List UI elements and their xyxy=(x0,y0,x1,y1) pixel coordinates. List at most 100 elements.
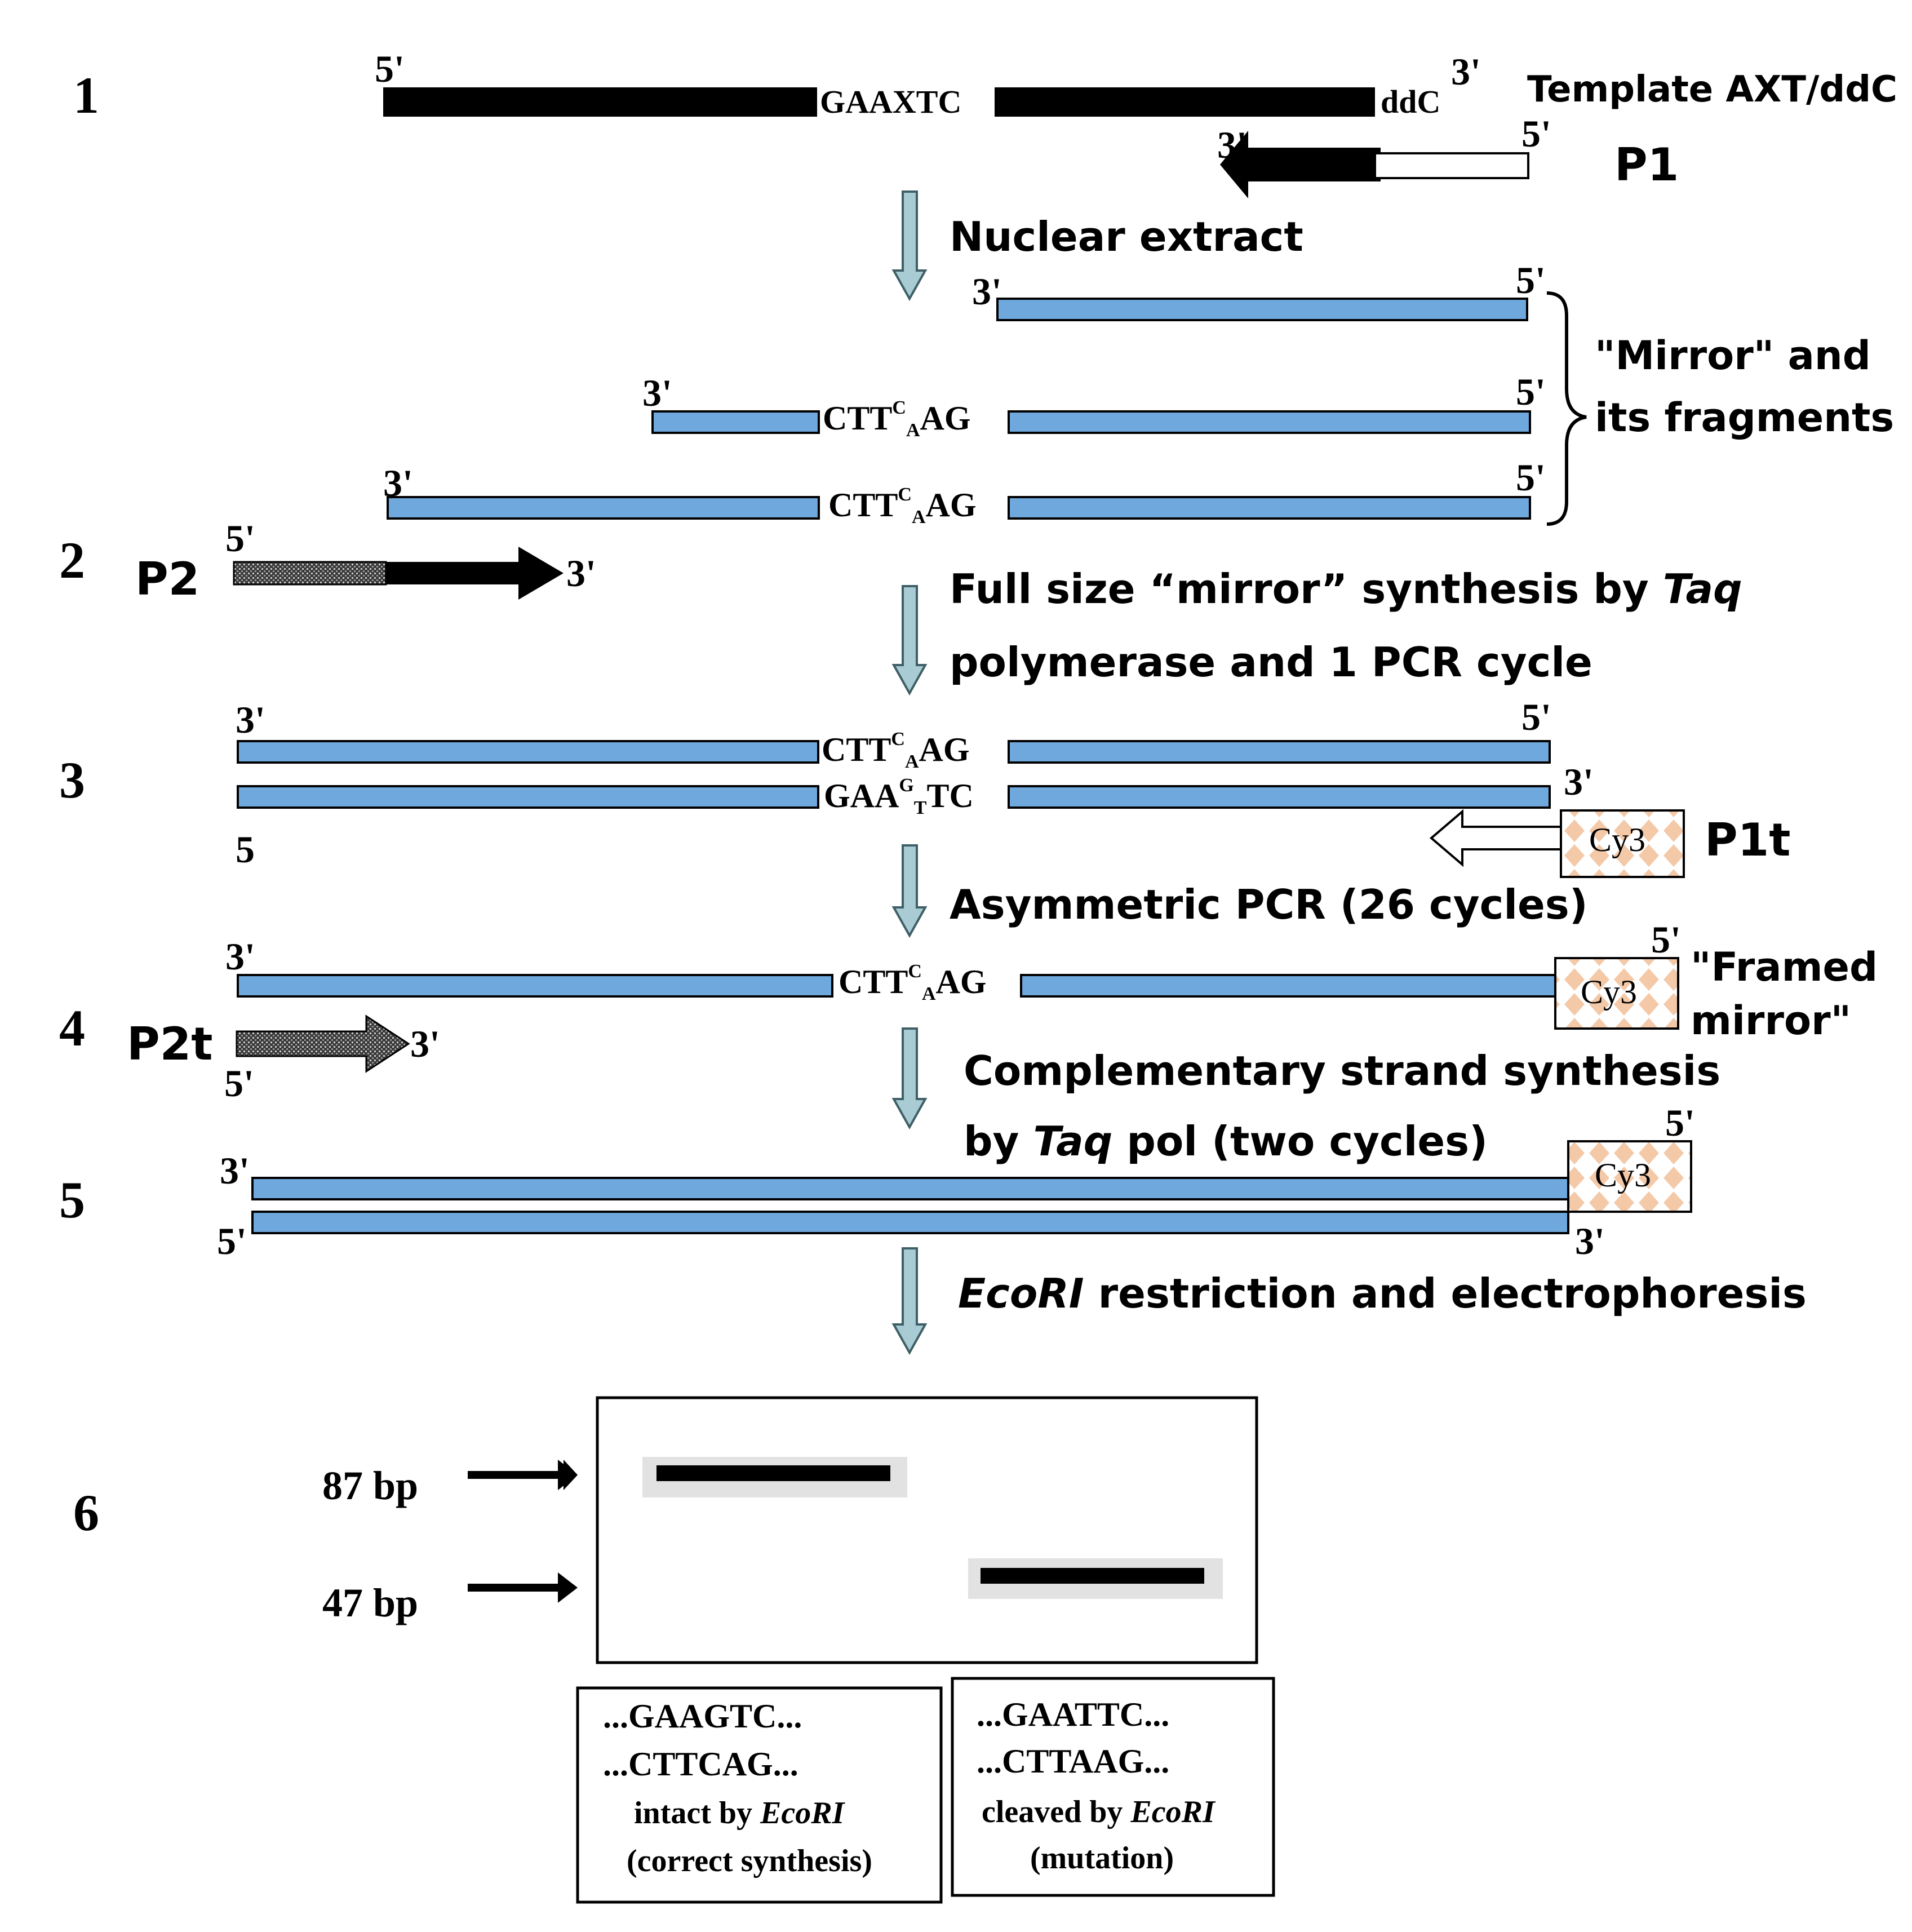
step3-site-ag: AG xyxy=(919,731,970,768)
template-ddc-label: ddC xyxy=(1381,83,1440,120)
comp-by: by xyxy=(964,1118,1033,1165)
mirror3-site-sub: A xyxy=(912,507,926,528)
step-complementary-line1: Complementary strand synthesis xyxy=(964,1047,1720,1094)
step3-lower-three-prime: 3' xyxy=(1564,760,1594,803)
p1-three-prime: 3' xyxy=(1217,123,1247,166)
framed-label-line2: mirror" xyxy=(1691,998,1851,1044)
process-arrow-2 xyxy=(891,585,928,696)
framed-site-sup: C xyxy=(908,961,922,982)
intact-by: intact by xyxy=(634,1796,760,1831)
result-box-intact: ...GAAGTC... ...CTTCAG... intact by EcoR… xyxy=(576,1686,943,1904)
svg-text:CTTCAAG: CTTCAAG xyxy=(822,729,970,772)
cleaved-seq-bottom: ...CTTAAG... xyxy=(977,1743,1169,1780)
mirror3-site-ag: AG xyxy=(926,486,977,524)
p2-primer-arrow: 5' 3' xyxy=(225,517,596,600)
template-three-prime: 3' xyxy=(1451,50,1481,93)
product-cy3-five-prime: 5' xyxy=(1665,1101,1695,1144)
mirror-curly-brace xyxy=(1546,291,1587,526)
intact-enzyme-line: intact by EcoRI xyxy=(634,1796,846,1831)
framed-three-prime: 3' xyxy=(225,935,255,978)
p2-five-prime: 5' xyxy=(225,517,255,560)
step-number-2: 2 xyxy=(59,531,85,589)
step3-upper-three-prime: 3' xyxy=(236,698,265,741)
cleaved-enzyme-line: cleaved by EcoRI xyxy=(982,1794,1216,1829)
fullsize-text: Full size “mirror” synthesis by xyxy=(950,565,1663,613)
step3-lower-five: 5 xyxy=(236,828,255,871)
mirror-label-line1: "Mirror" and xyxy=(1595,333,1871,379)
mirror1-five-prime: 5' xyxy=(1516,259,1546,302)
p2t-three-prime: 3' xyxy=(410,1022,440,1065)
cleaved-seq-top: ...GAATTC... xyxy=(977,1696,1169,1733)
cleaved-ecori: EcoRI xyxy=(1130,1794,1216,1829)
intact-seq-bottom: ...CTTCAG... xyxy=(603,1745,798,1783)
result-box-cleaved: ...GAATTC... ...CTTAAG... cleaved by Eco… xyxy=(951,1677,1275,1897)
framed-label-line1: "Framed xyxy=(1691,944,1878,990)
mirror-fragment-3: 3' 5' CTTCAAG xyxy=(383,456,1546,528)
template-title: Template AXT/ddC xyxy=(1527,69,1897,110)
step-number-6: 6 xyxy=(73,1484,99,1541)
step3-site-sub: A xyxy=(905,751,919,772)
intact-seq-top: ...GAAGTC... xyxy=(603,1698,802,1735)
comp-rest: pol (two cycles) xyxy=(1112,1118,1488,1165)
mirror2-site-sup: C xyxy=(892,397,906,418)
product-lower-three-prime: 3' xyxy=(1575,1220,1605,1262)
template-five-prime: 5' xyxy=(375,47,405,90)
band-pointer-87bp xyxy=(468,1460,578,1490)
framed-five-prime: 5' xyxy=(1651,918,1681,961)
mirror3-site-ctt: CTT xyxy=(828,486,898,524)
step3-site-sup: C xyxy=(891,729,905,750)
framed-site-ag: AG xyxy=(936,963,987,1000)
mirror1-three-prime: 3' xyxy=(972,270,1002,313)
framed-cy3-label: Cy3 xyxy=(1581,973,1637,1011)
p1t-cy3-label: Cy3 xyxy=(1589,821,1645,858)
mirror3-five-prime: 5' xyxy=(1516,456,1546,499)
product-lower-five-prime: 5' xyxy=(217,1220,247,1262)
cleaved-by: cleaved by xyxy=(982,1794,1130,1829)
step3-site-gaa: GAA xyxy=(824,777,899,814)
p1-label: P1 xyxy=(1614,139,1679,191)
step-number-4: 4 xyxy=(59,999,85,1057)
svg-text:GAAGTTC: GAAGTTC xyxy=(824,775,974,818)
comp-taq: Taq xyxy=(1033,1118,1113,1165)
cleaved-result: (mutation) xyxy=(1030,1841,1174,1876)
process-arrow-3 xyxy=(891,844,928,938)
step-fullsize-line2: polymerase and 1 PCR cycle xyxy=(950,639,1592,686)
framed-mirror-strand: Cy3 3' 5' CTTCAAG xyxy=(225,918,1681,1030)
p1t-primer: Cy3 xyxy=(1429,809,1685,878)
p1t-label: P1t xyxy=(1705,814,1791,866)
band-label-47bp: 47 bp xyxy=(322,1580,418,1625)
mirror-fragment-1: 3' 5' xyxy=(972,259,1546,321)
process-arrow-4 xyxy=(891,1027,928,1130)
framed-site-ctt: CTT xyxy=(839,963,908,1000)
step3-lower-strand: 5 3' GAAGTTC xyxy=(236,760,1594,871)
mirror2-five-prime: 5' xyxy=(1516,370,1546,413)
p2t-five-prime: 5' xyxy=(224,1062,254,1105)
mirror-label-line2: its fragments xyxy=(1595,395,1894,441)
gel-panel xyxy=(596,1396,1258,1664)
product-cy3-label: Cy3 xyxy=(1595,1156,1651,1194)
gel-band-87bp xyxy=(642,1457,907,1497)
step-fullsize-line1: Full size “mirror” synthesis by Taq xyxy=(950,565,1742,613)
p2t-label: P2t xyxy=(127,1018,213,1070)
ecori-rest: restriction and electrophoresis xyxy=(1084,1270,1807,1317)
intact-result: (correct synthesis) xyxy=(627,1844,872,1878)
mirror2-site-ag: AG xyxy=(920,400,971,437)
p1-primer-arrow: 3' 5' xyxy=(1217,112,1551,198)
step-number-3: 3 xyxy=(59,751,85,809)
gel-band-47bp xyxy=(968,1558,1223,1599)
svg-text:CTTCAAG: CTTCAAG xyxy=(828,484,977,528)
mirror2-three-prime: 3' xyxy=(642,371,672,414)
step-complementary-line2: by Taq pol (two cycles) xyxy=(964,1118,1488,1165)
step3-upper-five-prime: 5' xyxy=(1521,695,1551,738)
p2t-primer-arrow: 3' 5' xyxy=(224,1014,440,1105)
step3-upper-strand: 3' 5' CTTCAAG xyxy=(236,695,1551,772)
mirror-fragment-2: 3' 5' CTTCAAG xyxy=(642,370,1546,441)
step3-site-ctt: CTT xyxy=(822,731,891,768)
p2-label: P2 xyxy=(135,553,199,605)
intact-ecori: EcoRI xyxy=(760,1796,846,1831)
step3-site-tc: TC xyxy=(926,777,973,814)
mirror2-site-sub: A xyxy=(906,420,920,441)
process-arrow-5 xyxy=(891,1247,928,1355)
step-number-1: 1 xyxy=(73,67,99,124)
